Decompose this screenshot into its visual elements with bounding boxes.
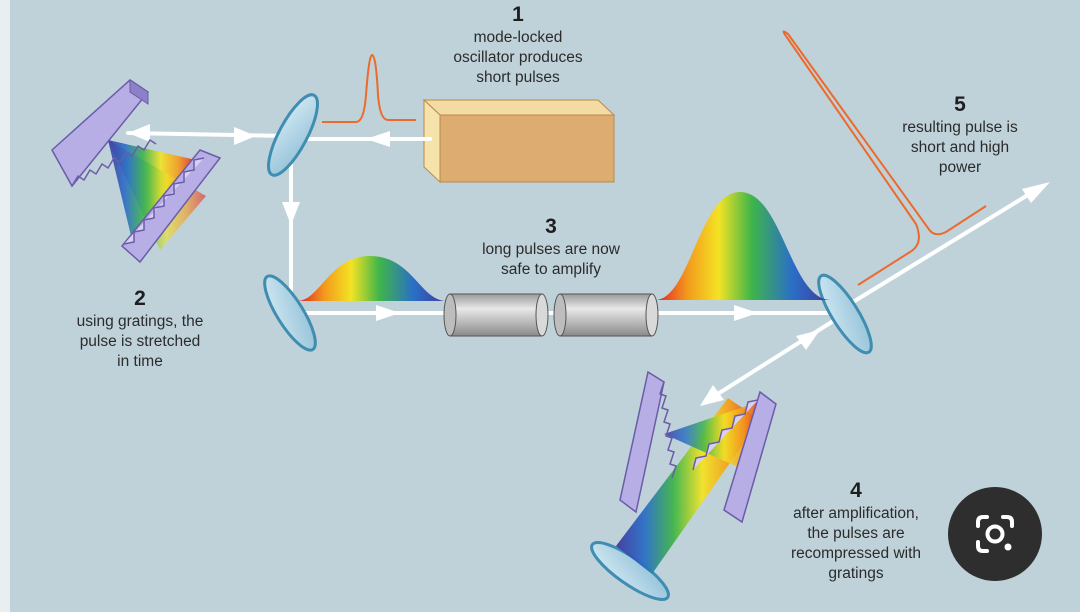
mirror-lower-left xyxy=(263,274,317,352)
google-lens-button[interactable] xyxy=(948,487,1042,581)
compressor-grating-right xyxy=(692,390,777,524)
step-5-label: 5 resulting pulse is short and high powe… xyxy=(880,92,1040,178)
amplifier-tube-1 xyxy=(443,293,549,337)
compressor-grating-left xyxy=(619,370,677,514)
short-pulse-shape xyxy=(322,53,416,123)
step-4-number: 4 xyxy=(850,479,862,502)
step-4-text: after amplification, the pulses are reco… xyxy=(790,505,922,582)
output-pulse-shape xyxy=(782,30,987,286)
amplified-pulse-spectrum xyxy=(656,192,830,300)
stretcher-grating-upper xyxy=(51,79,157,188)
step-1-text: mode-locked oscillator produces short pu… xyxy=(453,29,583,86)
mirror-top xyxy=(267,93,319,177)
step-3-number: 3 xyxy=(545,215,557,238)
stretched-pulse-spectrum xyxy=(298,256,446,301)
oscillator-box xyxy=(422,98,616,184)
step-5-text: resulting pulse is short and high power xyxy=(902,119,1018,176)
step-5-number: 5 xyxy=(954,93,966,116)
step-3-text: long pulses are now safe to amplify xyxy=(482,241,620,278)
step-3-label: 3 long pulses are now safe to amplify xyxy=(454,214,648,280)
step-1-number: 1 xyxy=(512,3,524,26)
step-2-number: 2 xyxy=(134,287,146,310)
amplifier-tube-2 xyxy=(553,293,659,337)
step-2-label: 2 using gratings, the pulse is stretched… xyxy=(52,286,228,372)
beam-arrowheads xyxy=(128,124,1050,406)
left-edge-strip xyxy=(0,0,10,612)
stretcher-spectrum-fan xyxy=(108,140,206,250)
step-2-text: using gratings, the pulse is stretched i… xyxy=(76,313,204,370)
google-lens-camera-icon xyxy=(976,515,1014,553)
step-4-label: 4 after amplification, the pulses are re… xyxy=(770,478,942,584)
step-1-label: 1 mode-locked oscillator produces short … xyxy=(430,2,606,88)
mirror-right xyxy=(817,273,873,355)
stretcher-grating-lower xyxy=(120,149,222,264)
